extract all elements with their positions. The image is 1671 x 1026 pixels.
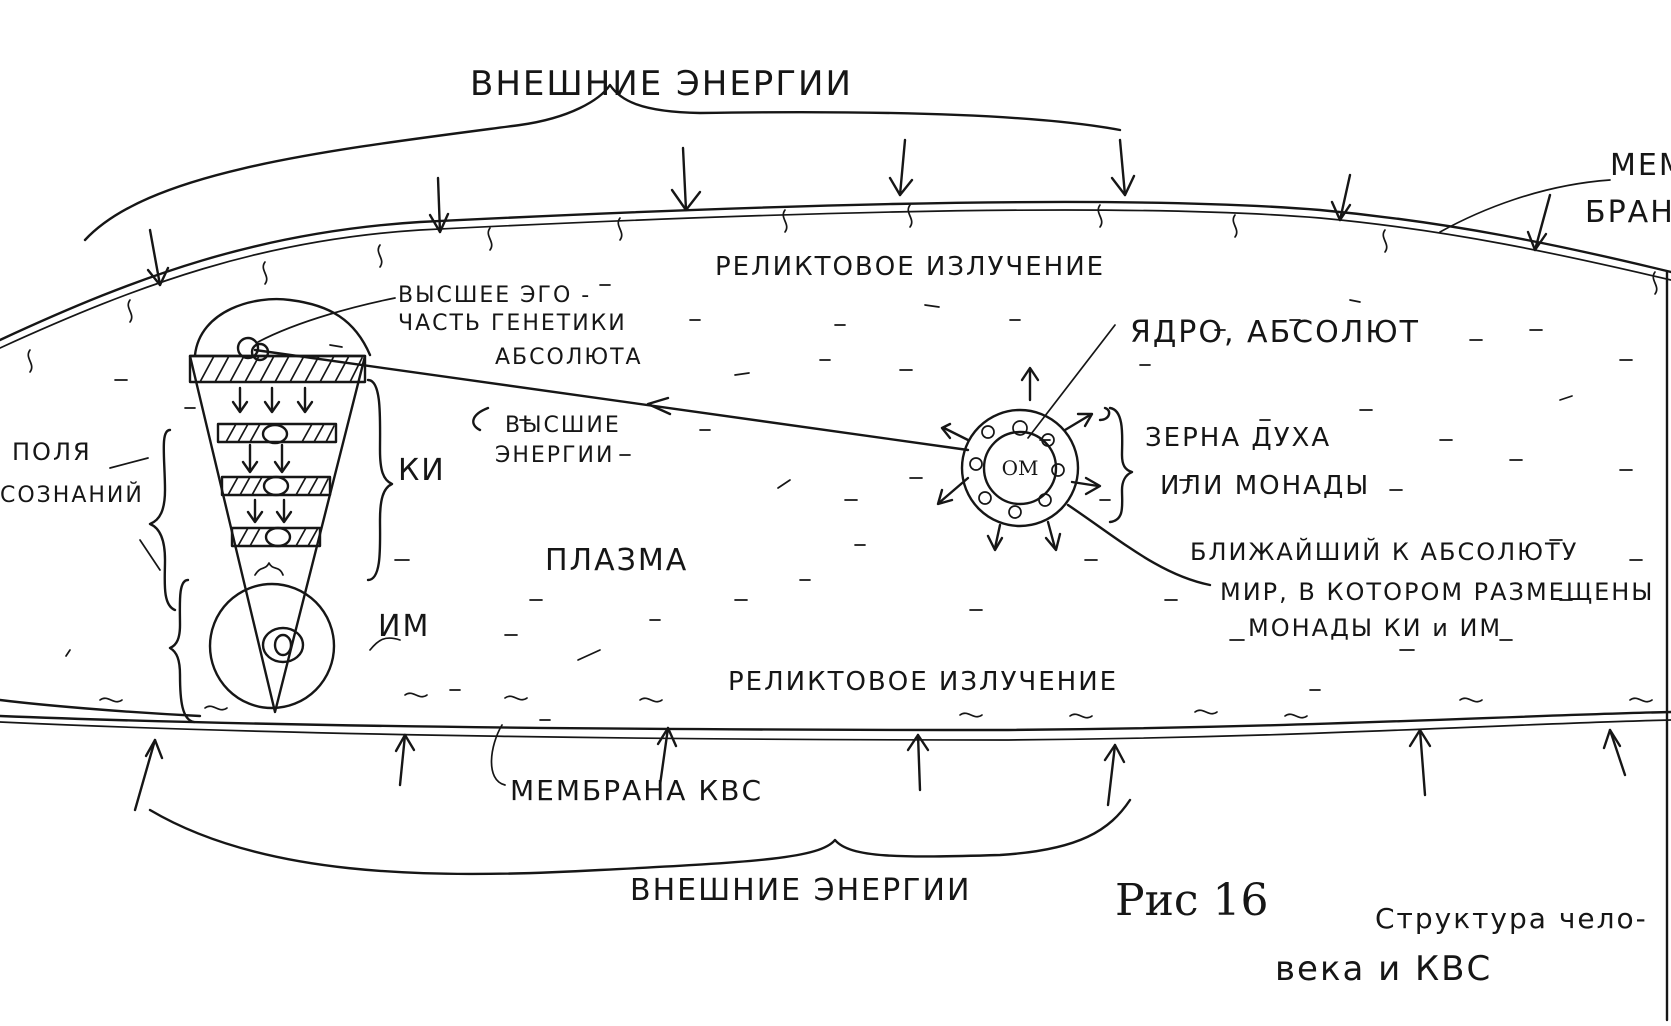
figure-number: Рис 16 [1115,875,1269,926]
leader-nearest-world [1066,503,1212,587]
label-membrane-kvs: МЕМБРАНА КВС [510,774,763,807]
human-structure [148,297,401,724]
label-nearest-2: МИР, В КОТОРОМ РАЗМЕЩЕНЫ [1220,578,1654,606]
label-nearest-1: БЛИЖАЙШИЙ К АБСОЛЮТУ [1190,537,1578,566]
label-relic-top: РЕЛИКТОВОЕ ИЗЛУЧЕНИЕ [715,252,1105,282]
membrane-top-edge-inner [0,209,1671,349]
label-fields-1: ПОЛЯ [12,438,92,466]
label-higher-ego-3: АБСОЛЮТА [495,345,643,370]
leader-higher-energies [472,406,490,432]
label-grains-1: ЗЕРНА ДУХА [1145,423,1331,453]
brace-im [168,578,196,724]
brace-grains [1108,406,1134,524]
label-outer-energies-bottom: ВНЕШНИЕ ЭНЕРГИИ [630,873,971,908]
cone-inner-arrows [231,386,314,524]
outer-energy-arrows-top [146,138,1552,287]
membrane-bottom-edge [0,710,1671,732]
membrane-label-leader [1439,179,1611,233]
cone-outline [188,354,367,714]
brace-fields [148,428,177,612]
leader-core [1027,324,1116,439]
label-core-absolute: ЯДРО, АБСОЛЮТ [1130,315,1420,350]
label-relic-bottom: РЕЛИКТОВОЕ ИЗЛУЧЕНИЕ [728,667,1118,697]
caption-line-1: Структура чело- [1375,902,1648,935]
label-fields-2: СОЗНАНИЙ [0,482,144,508]
core-symbol: ОМ [1002,456,1039,480]
plasma-dashes [65,284,1643,721]
membrane-left-edge [0,698,202,718]
leader-higher-ego [257,297,396,343]
leader-membrane-kvs [490,724,506,786]
leader-fields [109,457,149,469]
label-outer-energies-top: ВНЕШНИЕ ЭНЕРГИИ [470,64,853,104]
core-inner-circle [982,430,1058,506]
lower-self-circle [208,582,336,710]
membrane-top-edge [0,200,1671,342]
label-higher-ego-1: ВЫСШЕЕ ЭГО - [398,283,591,308]
caption-line-2: века и КВС [1275,949,1492,989]
label-ki: КИ [398,453,446,488]
higher-energies-arrow [253,348,970,452]
label-grains-2: ИЛИ МОНАДЫ [1160,471,1370,501]
brace-outer-energies-bottom [148,798,1132,876]
outer-energy-arrows-bottom [133,726,1627,812]
higher-ego-circle [236,336,260,360]
brace-ki [366,378,394,582]
label-plasma: ПЛАЗМА [545,543,688,578]
band-1-hatching [199,355,363,383]
relic-squiggles-top [27,204,1658,373]
membrane-bottom-edge-inner [0,719,1671,741]
band-4 [230,526,322,548]
label-im: ИМ [378,609,430,644]
band-1 [188,354,367,384]
core-absolute: ОМ [936,366,1111,552]
higher-ego-dome [193,297,372,357]
label-nearest-3: МОНАДЫ КИ и ИМ [1248,614,1502,642]
relic-squiggles-bottom [99,692,1653,719]
core-outer-circle [960,408,1080,528]
label-higher-energies-1: ВЫСШИЕ [505,413,621,438]
brace-outer-energies-top [83,83,1122,242]
label-membrane-right-2: БРАНА [1585,195,1671,230]
label-membrane-right-1: МЕМ [1610,148,1671,183]
label-higher-energies-2: ЭНЕРГИИ [495,443,614,468]
label-higher-ego-2: ЧАСТЬ ГЕНЕТИКИ [398,311,627,336]
